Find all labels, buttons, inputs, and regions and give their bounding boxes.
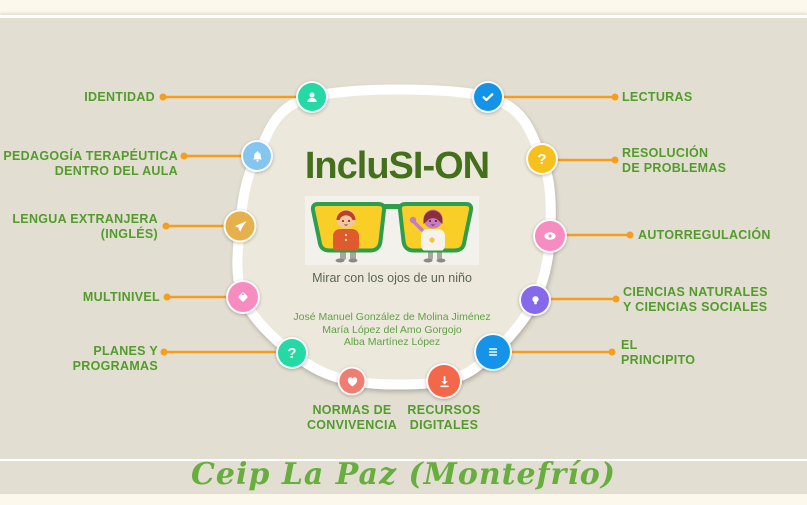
label-resolucion-problemas: RESOLUCIÓN DE PROBLEMAS xyxy=(622,146,727,175)
label-ciencias: CIENCIAS NATURALES Y CIENCIAS SOCIALES xyxy=(623,285,768,314)
heart-icon xyxy=(347,376,357,386)
authors-list: José Manuel González de Molina Jiménez M… xyxy=(222,311,562,349)
node-autorregulacion[interactable] xyxy=(533,219,567,253)
check-icon xyxy=(482,93,494,102)
label-recursos-digitales: RECURSOS DIGITALES xyxy=(407,403,481,432)
girl-figure xyxy=(409,209,445,251)
footer-band xyxy=(0,459,807,494)
node-planes-programas[interactable]: ? xyxy=(276,337,308,369)
node-el-principito[interactable] xyxy=(474,333,512,371)
label-planes-programas: PLANES Y PROGRAMAS xyxy=(72,344,158,373)
node-multinivel[interactable] xyxy=(226,280,260,314)
school-name: Ceip La Paz (Montefrío) xyxy=(191,457,616,492)
node-lengua-extranjera[interactable] xyxy=(223,209,257,243)
node-recursos-digitales[interactable] xyxy=(426,363,462,399)
download-icon xyxy=(439,375,449,387)
page-title: IncluSI-ON xyxy=(304,145,490,187)
tag-icon xyxy=(238,292,248,302)
glasses-illustration xyxy=(305,196,479,265)
label-el-principito: EL PRINCIPITO xyxy=(621,338,696,367)
glasses-bridge xyxy=(383,204,401,209)
label-lecturas: LECTURAS xyxy=(622,90,693,104)
label-pedagogia-terapeutica: PEDAGOGÍA TERAPÉUTICA DENTRO DEL AULA xyxy=(3,149,178,178)
node-ciencias[interactable] xyxy=(519,284,551,316)
node-normas-convivencia[interactable] xyxy=(337,366,367,396)
node-resolucion-problemas[interactable]: ? xyxy=(526,143,558,175)
label-lengua-extranjera: LENGUA EXTRANJERA (INGLÉS) xyxy=(12,212,158,241)
bell-icon xyxy=(252,150,262,162)
node-identidad[interactable] xyxy=(296,81,328,113)
boy-figure xyxy=(333,209,359,251)
label-multinivel: MULTINIVEL xyxy=(82,290,160,304)
label-autorregulacion: AUTORREGULACIÓN xyxy=(638,228,771,242)
lightbulb-icon xyxy=(531,295,539,304)
node-pedagogia-terapeutica[interactable] xyxy=(241,140,273,172)
menu-icon xyxy=(488,348,498,356)
tagline: Mirar con los ojos de un niño xyxy=(312,271,472,285)
author: María López del Amo Gorgojo xyxy=(322,323,462,336)
question-mark-icon: ? xyxy=(537,150,547,168)
author: Alba Martínez López xyxy=(343,336,441,348)
label-identidad: IDENTIDAD xyxy=(84,90,155,104)
label-normas-convivencia: NORMAS DE CONVIVENCIA xyxy=(306,403,398,432)
paper-plane-icon xyxy=(234,220,246,232)
node-lecturas[interactable] xyxy=(472,81,504,113)
eye-icon xyxy=(544,232,556,240)
person-icon xyxy=(307,92,317,102)
question-mark-icon: ? xyxy=(287,344,297,362)
author: José Manuel González de Molina Jiménez xyxy=(293,311,491,323)
